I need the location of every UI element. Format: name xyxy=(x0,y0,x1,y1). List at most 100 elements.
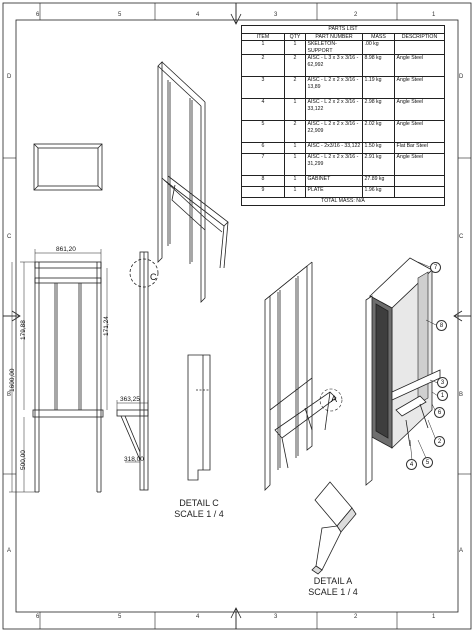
balloon-item-7: 7 xyxy=(430,262,441,273)
table-row: 6 1 AISC - 2x3/16 - 33,122 1.50 kg Flat … xyxy=(241,142,445,155)
detail-c-callout: C xyxy=(150,272,157,282)
side-view-dimensions xyxy=(116,400,149,463)
table-row: 7 1 AISC - L 2 x 2 x 3/16 - 31,299 2.91 … xyxy=(241,153,445,177)
cell-mass: 8.98 kg xyxy=(362,54,395,78)
detail-a-view xyxy=(311,481,357,575)
cell-part: GABINET xyxy=(305,175,363,188)
detail-c-caption: DETAIL C SCALE 1 / 4 xyxy=(168,498,230,520)
cell-desc xyxy=(394,40,445,56)
table-row: 8 1 GABINET 27.89 kg xyxy=(241,175,445,188)
cabinet-view xyxy=(365,257,441,486)
detail-c-view xyxy=(187,354,211,481)
dim-overall-height: 1600,00 xyxy=(9,368,16,393)
cell-qty: 1 xyxy=(284,153,306,177)
cell-qty: 2 xyxy=(284,120,306,144)
cell-part: PLATE xyxy=(305,186,363,199)
cell-mass: 1.19 kg xyxy=(362,76,395,100)
cell-qty: 1 xyxy=(284,98,306,122)
table-row: 5 2 AISC - L 2 x 2 x 3/16 - 22,909 2.02 … xyxy=(241,120,445,144)
dim-upper-height: 179,88 xyxy=(20,320,27,340)
cell-part: AISC - L 2 x 2 x 3/16 - 31,299 xyxy=(305,153,363,177)
balloon-item-5: 5 xyxy=(422,457,433,468)
cell-item: 2 xyxy=(241,54,285,78)
zone-top-1: 1 xyxy=(432,12,436,18)
detail-c-scale: SCALE 1 / 4 xyxy=(174,509,224,519)
zone-bottom-1: 1 xyxy=(432,614,436,620)
detail-a-caption: DETAIL A SCALE 1 / 4 xyxy=(302,576,364,598)
cell-item: 6 xyxy=(241,142,285,155)
table-row: 9 1 PLATE 1.96 kg xyxy=(241,186,445,199)
detail-a-callout: A xyxy=(331,394,338,404)
zone-top-6: 6 xyxy=(36,12,40,18)
zone-top-4: 4 xyxy=(196,12,200,18)
cell-item: 9 xyxy=(241,186,285,199)
cell-qty: 2 xyxy=(284,54,306,78)
cell-mass: 27.89 kg xyxy=(362,175,395,188)
table-row: 4 1 AISC - L 2 x 2 x 3/16 - 33,122 2.98 … xyxy=(241,98,445,122)
zone-bottom-6: 6 xyxy=(36,614,40,620)
cell-desc xyxy=(394,175,445,188)
dim-width-top: 861,20 xyxy=(56,246,76,253)
cell-qty: 1 xyxy=(284,40,306,56)
parts-list-title: PARTS LIST xyxy=(241,25,445,34)
table-row: 2 2 AISC - L 3 x 3 x 3/16 - 62,992 8.98 … xyxy=(241,54,445,78)
cell-qty: 1 xyxy=(284,175,306,188)
zone-left-b: B xyxy=(7,392,12,398)
zone-bottom-4: 4 xyxy=(196,614,200,620)
cell-desc: Angle Steel xyxy=(394,54,445,78)
cell-qty: 2 xyxy=(284,76,306,100)
cell-part: AISC - 2x3/16 - 33,122 xyxy=(305,142,363,155)
balloon-item-4: 4 xyxy=(406,459,417,470)
cell-desc: Flat Bar Steel xyxy=(394,142,445,155)
balloon-item-8: 8 xyxy=(436,320,447,331)
zone-right-b: B xyxy=(459,392,464,398)
zone-right-a: A xyxy=(459,548,464,554)
iso-skeleton-view xyxy=(157,61,229,303)
header-qty: QTY xyxy=(284,32,306,42)
cell-mass: 2.91 kg xyxy=(362,153,395,177)
cell-qty: 1 xyxy=(284,186,306,199)
detail-a-marker xyxy=(319,388,343,412)
iso-assembly-view xyxy=(264,261,337,491)
top-view-box xyxy=(33,143,103,191)
zone-top-5: 5 xyxy=(118,12,122,18)
total-mass: TOTAL MASS: N/A xyxy=(241,197,445,206)
cell-desc: Angle Steel xyxy=(394,120,445,144)
front-view-dimensions xyxy=(9,249,108,493)
cell-item: 8 xyxy=(241,175,285,188)
cell-part: SKELETON-SUPPORT xyxy=(305,40,363,56)
cell-part: AISC - L 3 x 3 x 3/16 - 62,992 xyxy=(305,54,363,78)
header-item: ITEM xyxy=(241,32,285,42)
dim-detail-depth: 363,25 xyxy=(120,396,140,403)
dim-detail-small: 318,00 xyxy=(124,456,144,463)
zone-left-d: D xyxy=(7,74,12,80)
table-row: 3 2 AISC - L 2 x 2 x 3/16 - 13,89 1.19 k… xyxy=(241,76,445,100)
zone-bottom-2: 2 xyxy=(354,614,358,620)
detail-c-title: DETAIL C xyxy=(179,498,219,508)
balloon-item-2: 2 xyxy=(434,436,445,447)
balloon-item-6: 6 xyxy=(434,407,445,418)
cell-desc: Angle Steel xyxy=(394,153,445,177)
cell-qty: 1 xyxy=(284,142,306,155)
cell-item: 5 xyxy=(241,120,285,144)
balloon-item-1: 1 xyxy=(437,390,448,401)
zone-right-c: C xyxy=(459,234,464,240)
dim-upper-inner: 171,24 xyxy=(103,316,110,336)
cell-desc: Angle Steel xyxy=(394,98,445,122)
centering-marks xyxy=(3,3,471,629)
cell-mass: .00 kg xyxy=(362,40,395,56)
cell-item: 4 xyxy=(241,98,285,122)
cell-mass: 1.50 kg xyxy=(362,142,395,155)
cell-part: AISC - L 2 x 2 x 3/16 - 33,122 xyxy=(305,98,363,122)
detail-a-scale: SCALE 1 / 4 xyxy=(308,587,358,597)
zone-left-c: C xyxy=(7,234,12,240)
cell-item: 1 xyxy=(241,40,285,56)
cell-desc xyxy=(394,186,445,199)
side-view xyxy=(116,251,159,491)
zone-top-2: 2 xyxy=(354,12,358,18)
header-mass: MASS xyxy=(362,32,395,42)
detail-a-title: DETAIL A xyxy=(313,576,353,586)
zone-right-d: D xyxy=(459,74,464,80)
zone-bottom-3: 3 xyxy=(274,614,278,620)
